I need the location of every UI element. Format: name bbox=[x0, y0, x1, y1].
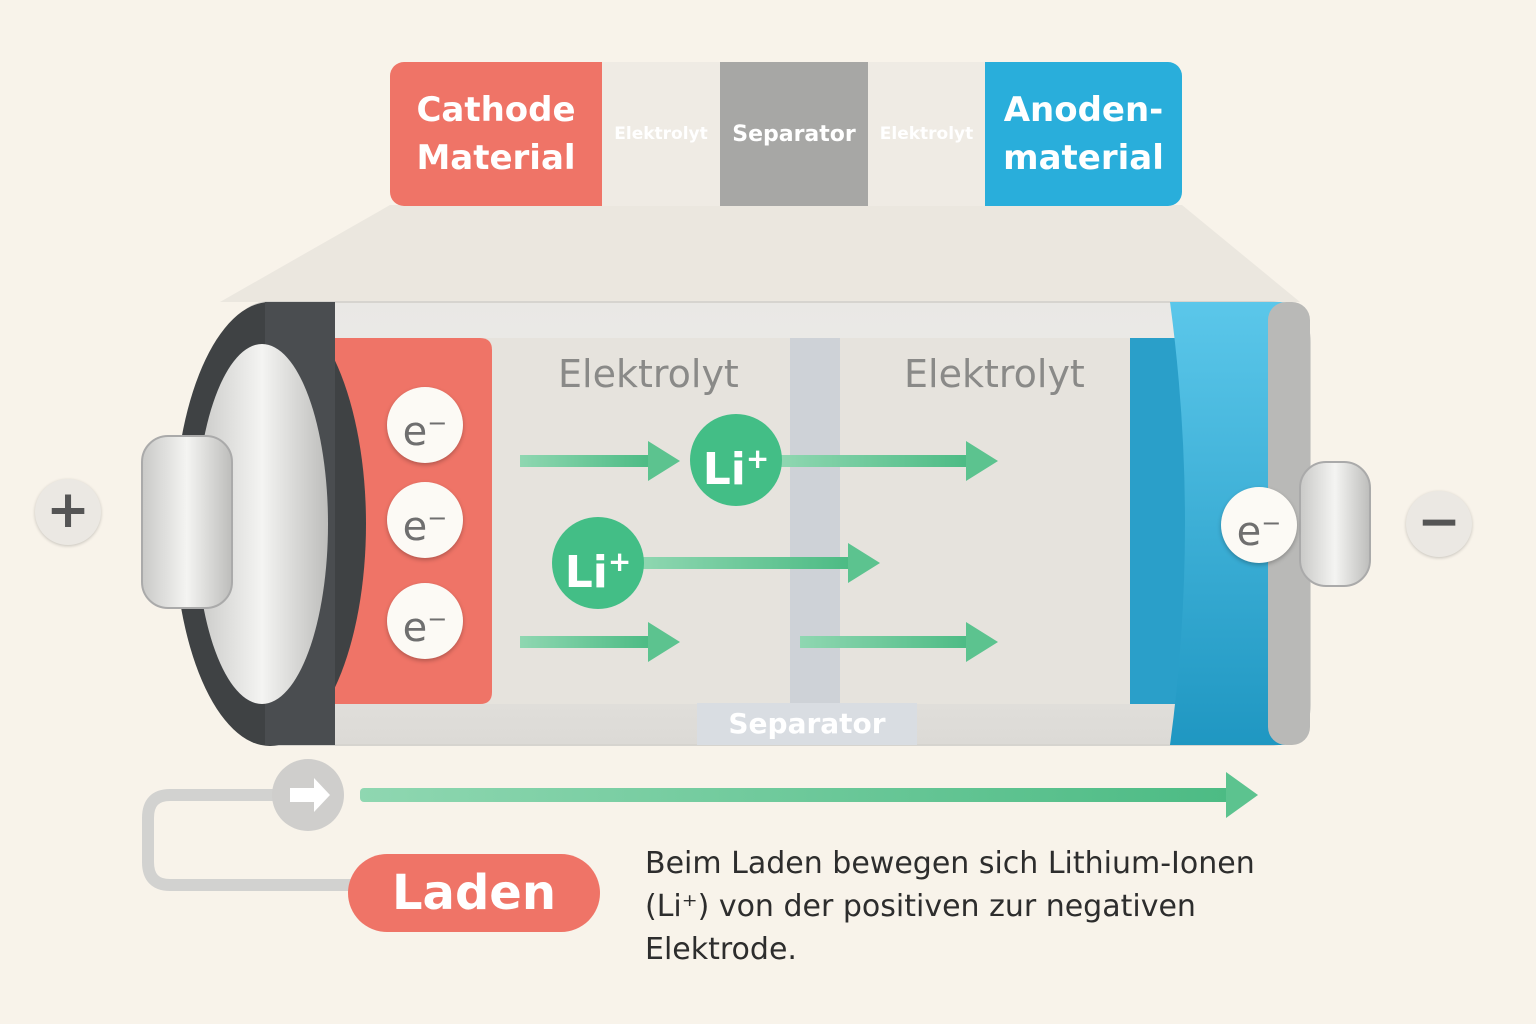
positive-terminal bbox=[141, 435, 233, 609]
legend-anode-line2: material bbox=[1003, 138, 1164, 178]
electron-symbol: e bbox=[402, 605, 428, 651]
flow-arrow-head bbox=[648, 622, 680, 662]
minus-icon: − bbox=[1406, 491, 1472, 557]
electron-charge: − bbox=[427, 504, 448, 532]
ion-symbol: Li bbox=[702, 444, 746, 495]
charge-flow-arrow-shaft bbox=[360, 788, 1230, 802]
legend-electrolyte-right: Elektrolyt bbox=[868, 62, 985, 206]
legend-separator: Separator bbox=[720, 62, 868, 206]
charging-caption: Beim Laden bewegen sich Lithium-Ionen (L… bbox=[645, 842, 1345, 971]
flow-arrow-head bbox=[648, 441, 680, 481]
flow-arrow-head bbox=[966, 622, 998, 662]
flow-arrow-shaft bbox=[640, 557, 850, 569]
electron-badge: e− bbox=[387, 583, 463, 659]
electron-symbol: e bbox=[402, 409, 428, 455]
electron-badge: e− bbox=[387, 482, 463, 558]
electron-badge-anode: e− bbox=[1221, 487, 1297, 563]
flow-arrow-shaft bbox=[520, 455, 650, 467]
negative-terminal bbox=[1299, 461, 1371, 587]
flow-arrow-head bbox=[848, 543, 880, 583]
flow-arrow-shaft bbox=[520, 636, 650, 648]
flow-arrow-shaft bbox=[800, 636, 970, 648]
electrolyte-right-label: Elektrolyt bbox=[904, 352, 1085, 396]
ion-charge: + bbox=[745, 442, 770, 475]
legend-electrolyte-left: Elektrolyt bbox=[602, 62, 720, 206]
electron-charge: − bbox=[427, 605, 448, 633]
ion-flow-arrows bbox=[520, 441, 998, 662]
legend-cathode-material: Cathode Material bbox=[390, 62, 602, 206]
charging-label: Laden bbox=[348, 854, 600, 932]
charge-flow-arrow-head bbox=[1226, 772, 1258, 818]
electron-symbol: e bbox=[1236, 509, 1262, 555]
anode-layer bbox=[1130, 338, 1190, 704]
ion-charge: + bbox=[607, 545, 632, 578]
flow-arrow-head bbox=[966, 441, 998, 481]
legend-cathode-line1: Cathode bbox=[416, 90, 576, 130]
legend-electrolyte-right-label: Elektrolyt bbox=[879, 124, 974, 144]
separator-label: Separator bbox=[697, 703, 917, 745]
electrolyte-left-label: Elektrolyt bbox=[558, 352, 739, 396]
zoom-projection bbox=[220, 205, 1300, 302]
electron-charge: − bbox=[427, 409, 448, 437]
electron-charge: − bbox=[1261, 509, 1282, 537]
electron-symbol: e bbox=[402, 504, 428, 550]
legend-anode-line1: Anoden- bbox=[1003, 90, 1164, 130]
separator-strip bbox=[790, 338, 840, 745]
plus-icon: + bbox=[35, 479, 101, 545]
legend-cathode-line2: Material bbox=[416, 138, 576, 178]
legend-separator-label: Separator bbox=[732, 121, 856, 147]
flow-arrow-shaft bbox=[780, 455, 970, 467]
caption-line: Elektrode. bbox=[645, 932, 797, 967]
lithium-ion-badge: Li+ bbox=[690, 414, 782, 506]
electron-badge: e− bbox=[387, 387, 463, 463]
caption-line: (Li⁺) von der positiven zur negativen bbox=[645, 889, 1196, 924]
caption-line: Beim Laden bewegen sich Lithium-Ionen bbox=[645, 846, 1255, 881]
legend-anode-material: Anoden- material bbox=[985, 62, 1182, 206]
positive-cap-face bbox=[196, 344, 328, 704]
legend-electrolyte-left-label: Elektrolyt bbox=[614, 124, 708, 144]
external-wire bbox=[142, 789, 356, 891]
lithium-ion-badge: Li+ bbox=[552, 517, 644, 609]
ion-symbol: Li bbox=[564, 547, 608, 598]
right-arrow-icon bbox=[290, 778, 330, 812]
